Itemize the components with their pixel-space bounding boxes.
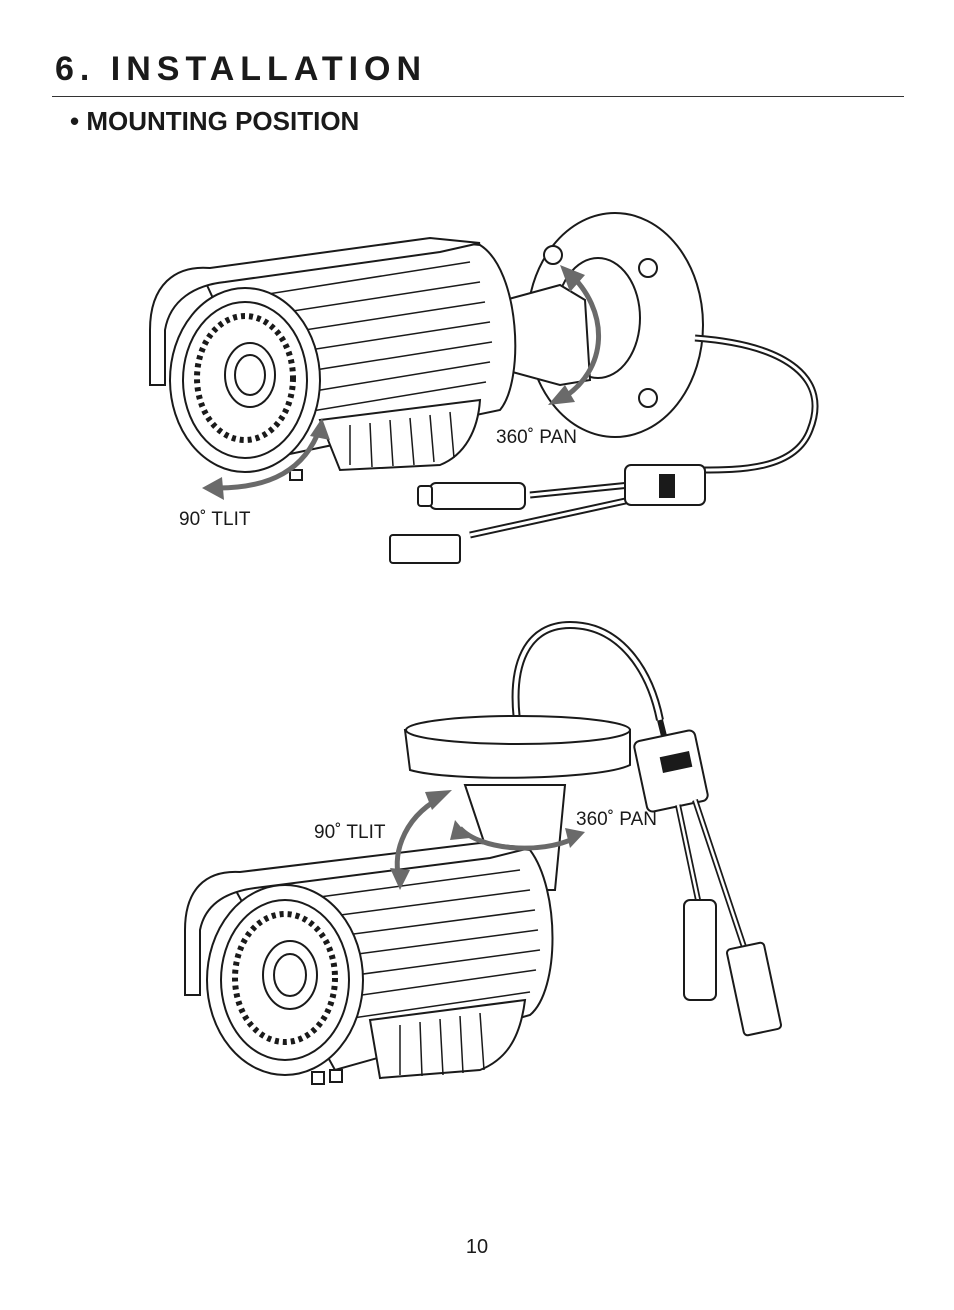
ceiling-mount-camera-illustration xyxy=(184,620,782,1085)
section-title: 6. INSTALLATION xyxy=(55,50,428,88)
screw-hole xyxy=(638,258,658,278)
screw-hole xyxy=(638,388,658,408)
title-divider xyxy=(52,96,904,97)
power-connector xyxy=(726,941,782,1037)
tilt-arrow xyxy=(217,427,323,491)
tilt-label-bottom: 90˚ TLIT xyxy=(314,822,386,843)
sunshield xyxy=(184,841,531,996)
ir-led-ring xyxy=(194,313,296,443)
bnc-connector xyxy=(429,482,526,510)
pan-arrow xyxy=(558,270,601,403)
screw-hole xyxy=(543,245,563,265)
sunshield xyxy=(149,236,481,386)
heat-fins xyxy=(318,398,482,472)
pan-arrow xyxy=(458,826,577,851)
pan-label-top: 360˚ PAN xyxy=(496,427,577,448)
bracket-arm xyxy=(504,283,592,387)
tilt-label-top: 90˚ TLIT xyxy=(179,509,251,530)
power-connector xyxy=(389,534,461,564)
mounting-position-heading: • MOUNTING POSITION xyxy=(70,106,360,136)
wall-mount-camera-illustration xyxy=(149,212,819,564)
bnc-connector xyxy=(683,899,717,1001)
pan-label-bottom: 360˚ PAN xyxy=(576,809,657,830)
page-number: 10 xyxy=(465,1236,489,1258)
ir-led-ring xyxy=(232,911,338,1045)
heat-fins xyxy=(368,998,527,1080)
